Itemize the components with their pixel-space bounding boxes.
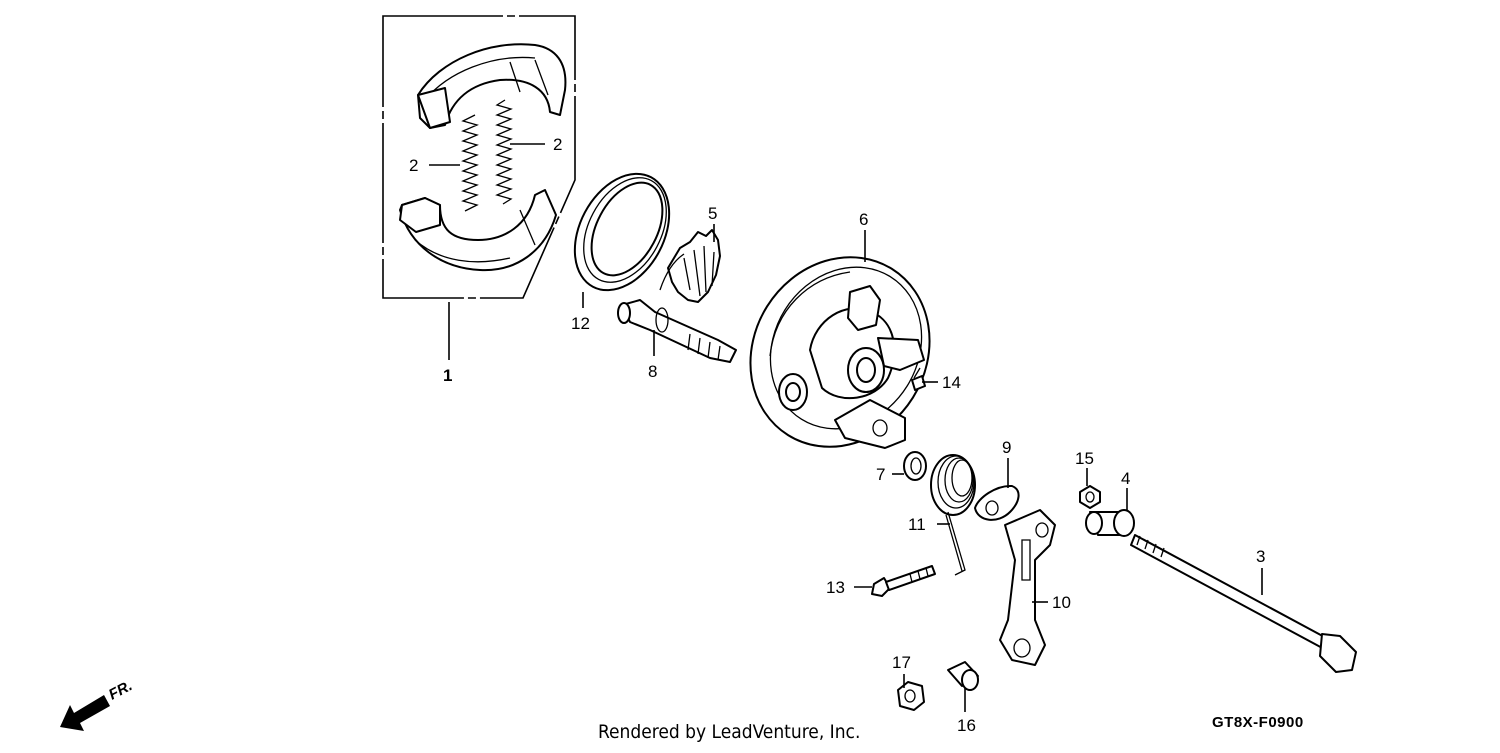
- callout-6: 6: [859, 210, 868, 229]
- wear-indicator-plate: [974, 484, 1020, 521]
- arrow-icon: [60, 695, 110, 731]
- shoe-spring-right: [495, 99, 513, 205]
- callout-10: 10: [1052, 593, 1071, 612]
- callout-17: 17: [892, 653, 911, 672]
- callout-11: 11: [908, 515, 926, 534]
- callout-13: 13: [826, 578, 845, 597]
- callout-labels: 1 2 2 3 4 5 6 7 8 9 10 11 12 13 14 15 16…: [409, 135, 1265, 735]
- axle-bolt: [1130, 534, 1357, 673]
- callout-12: 12: [571, 314, 590, 333]
- callout-9: 9: [1002, 438, 1011, 457]
- leader-lines: [429, 143, 1263, 712]
- cap-nut: [897, 681, 925, 711]
- brake-shoe-upper: [417, 43, 567, 129]
- callout-2-left: 2: [409, 156, 418, 175]
- collar: [1085, 509, 1135, 537]
- diagram-code: GT8X-F0900: [1212, 714, 1304, 731]
- screw: [911, 367, 926, 391]
- brake-arm: [999, 509, 1056, 666]
- render-credit: Rendered by LeadVenture, Inc.: [598, 721, 860, 743]
- callout-7: 7: [876, 465, 885, 484]
- pin-bush: [947, 661, 979, 691]
- callout-2-right: 2: [553, 135, 562, 154]
- callout-16: 16: [957, 716, 976, 735]
- callout-4: 4: [1121, 469, 1130, 488]
- brake-shoe-kit-box: [382, 15, 576, 299]
- callout-3: 3: [1256, 547, 1265, 566]
- front-direction-arrow: FR.: [60, 677, 135, 731]
- nut-small: [1079, 485, 1101, 509]
- oil-seal: [573, 172, 671, 292]
- callout-8: 8: [648, 362, 657, 381]
- direction-label: FR.: [106, 677, 135, 703]
- indicator-gear: [659, 229, 721, 303]
- callout-15: 15: [1075, 449, 1094, 468]
- brake-cam-shaft: [617, 299, 737, 363]
- washer: [903, 451, 927, 481]
- return-spring: [930, 454, 976, 576]
- brake-panel: [749, 256, 931, 449]
- callout-5: 5: [708, 204, 717, 223]
- bolt: [871, 565, 936, 597]
- shoe-spring-left: [461, 114, 479, 212]
- callout-14: 14: [942, 373, 961, 392]
- brake-shoe-lower: [399, 189, 557, 272]
- callout-1: 1: [443, 366, 452, 385]
